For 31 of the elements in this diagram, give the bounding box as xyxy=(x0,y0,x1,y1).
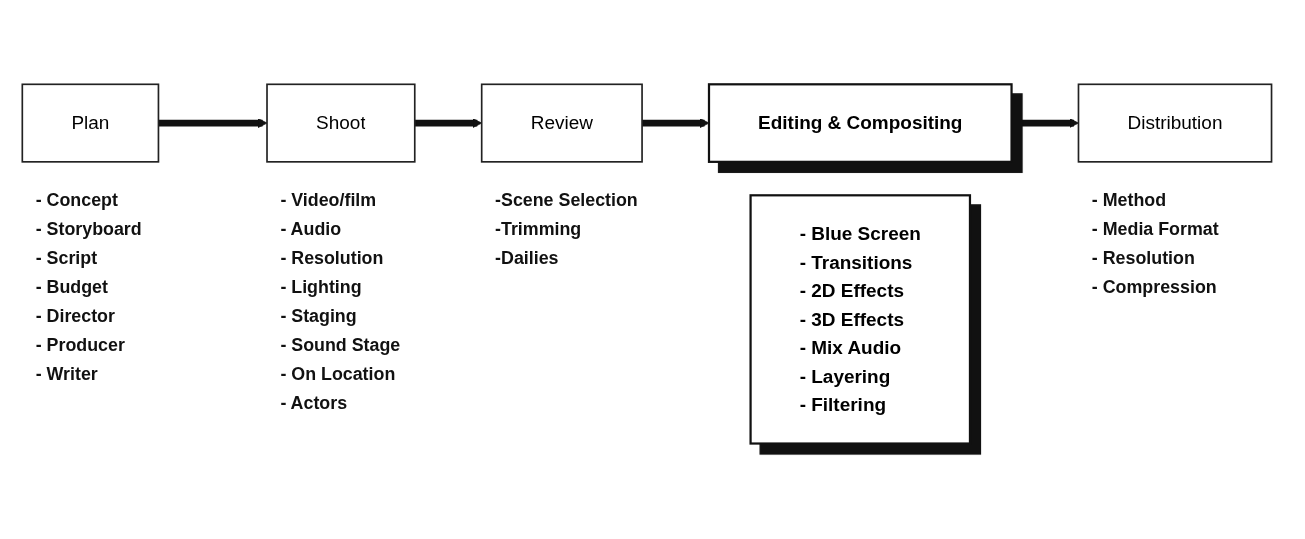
list-item: - Script xyxy=(35,248,98,269)
list-box: - Blue Screen - Transitions - 2D Effects - 3D Effects - Mix Audio - Layering - Filtering xyxy=(749,194,972,445)
list-item: - Storyboard xyxy=(35,219,142,240)
list-item: - Compression xyxy=(1091,277,1217,298)
list-item: - Director xyxy=(35,306,115,327)
list-item: - Lighting xyxy=(280,277,362,298)
arrow xyxy=(1011,118,1079,128)
process-box: Plan xyxy=(21,83,160,163)
list-item: - Budget xyxy=(35,277,108,298)
process-box: Shoot xyxy=(266,83,416,163)
list-item: - Sound Stage xyxy=(280,335,401,356)
arrow xyxy=(158,118,268,128)
list-item: - Writer xyxy=(35,364,98,385)
process-box: Distribution xyxy=(1077,83,1273,163)
list-item: - Concept xyxy=(35,190,118,211)
list-item: - Method xyxy=(1091,190,1167,211)
process-box: Review xyxy=(480,83,643,163)
list-item: - Resolution xyxy=(280,248,384,269)
list-item: -Trimming xyxy=(495,219,582,240)
list-item: - Video/film xyxy=(280,190,377,211)
list-item: - Actors xyxy=(280,393,348,414)
arrow xyxy=(642,118,710,128)
list-item: - Audio xyxy=(280,219,342,240)
list-item: -Dailies xyxy=(495,248,559,269)
list-item: - Staging xyxy=(280,306,357,327)
list-item: - Resolution xyxy=(1091,248,1195,269)
list-item: - Producer xyxy=(35,335,125,356)
list-item: -Scene Selection xyxy=(495,190,638,211)
list-item: - Media Format xyxy=(1091,219,1219,240)
list-item: - On Location xyxy=(280,364,396,385)
process-box: Editing & Compositing xyxy=(707,83,1013,163)
